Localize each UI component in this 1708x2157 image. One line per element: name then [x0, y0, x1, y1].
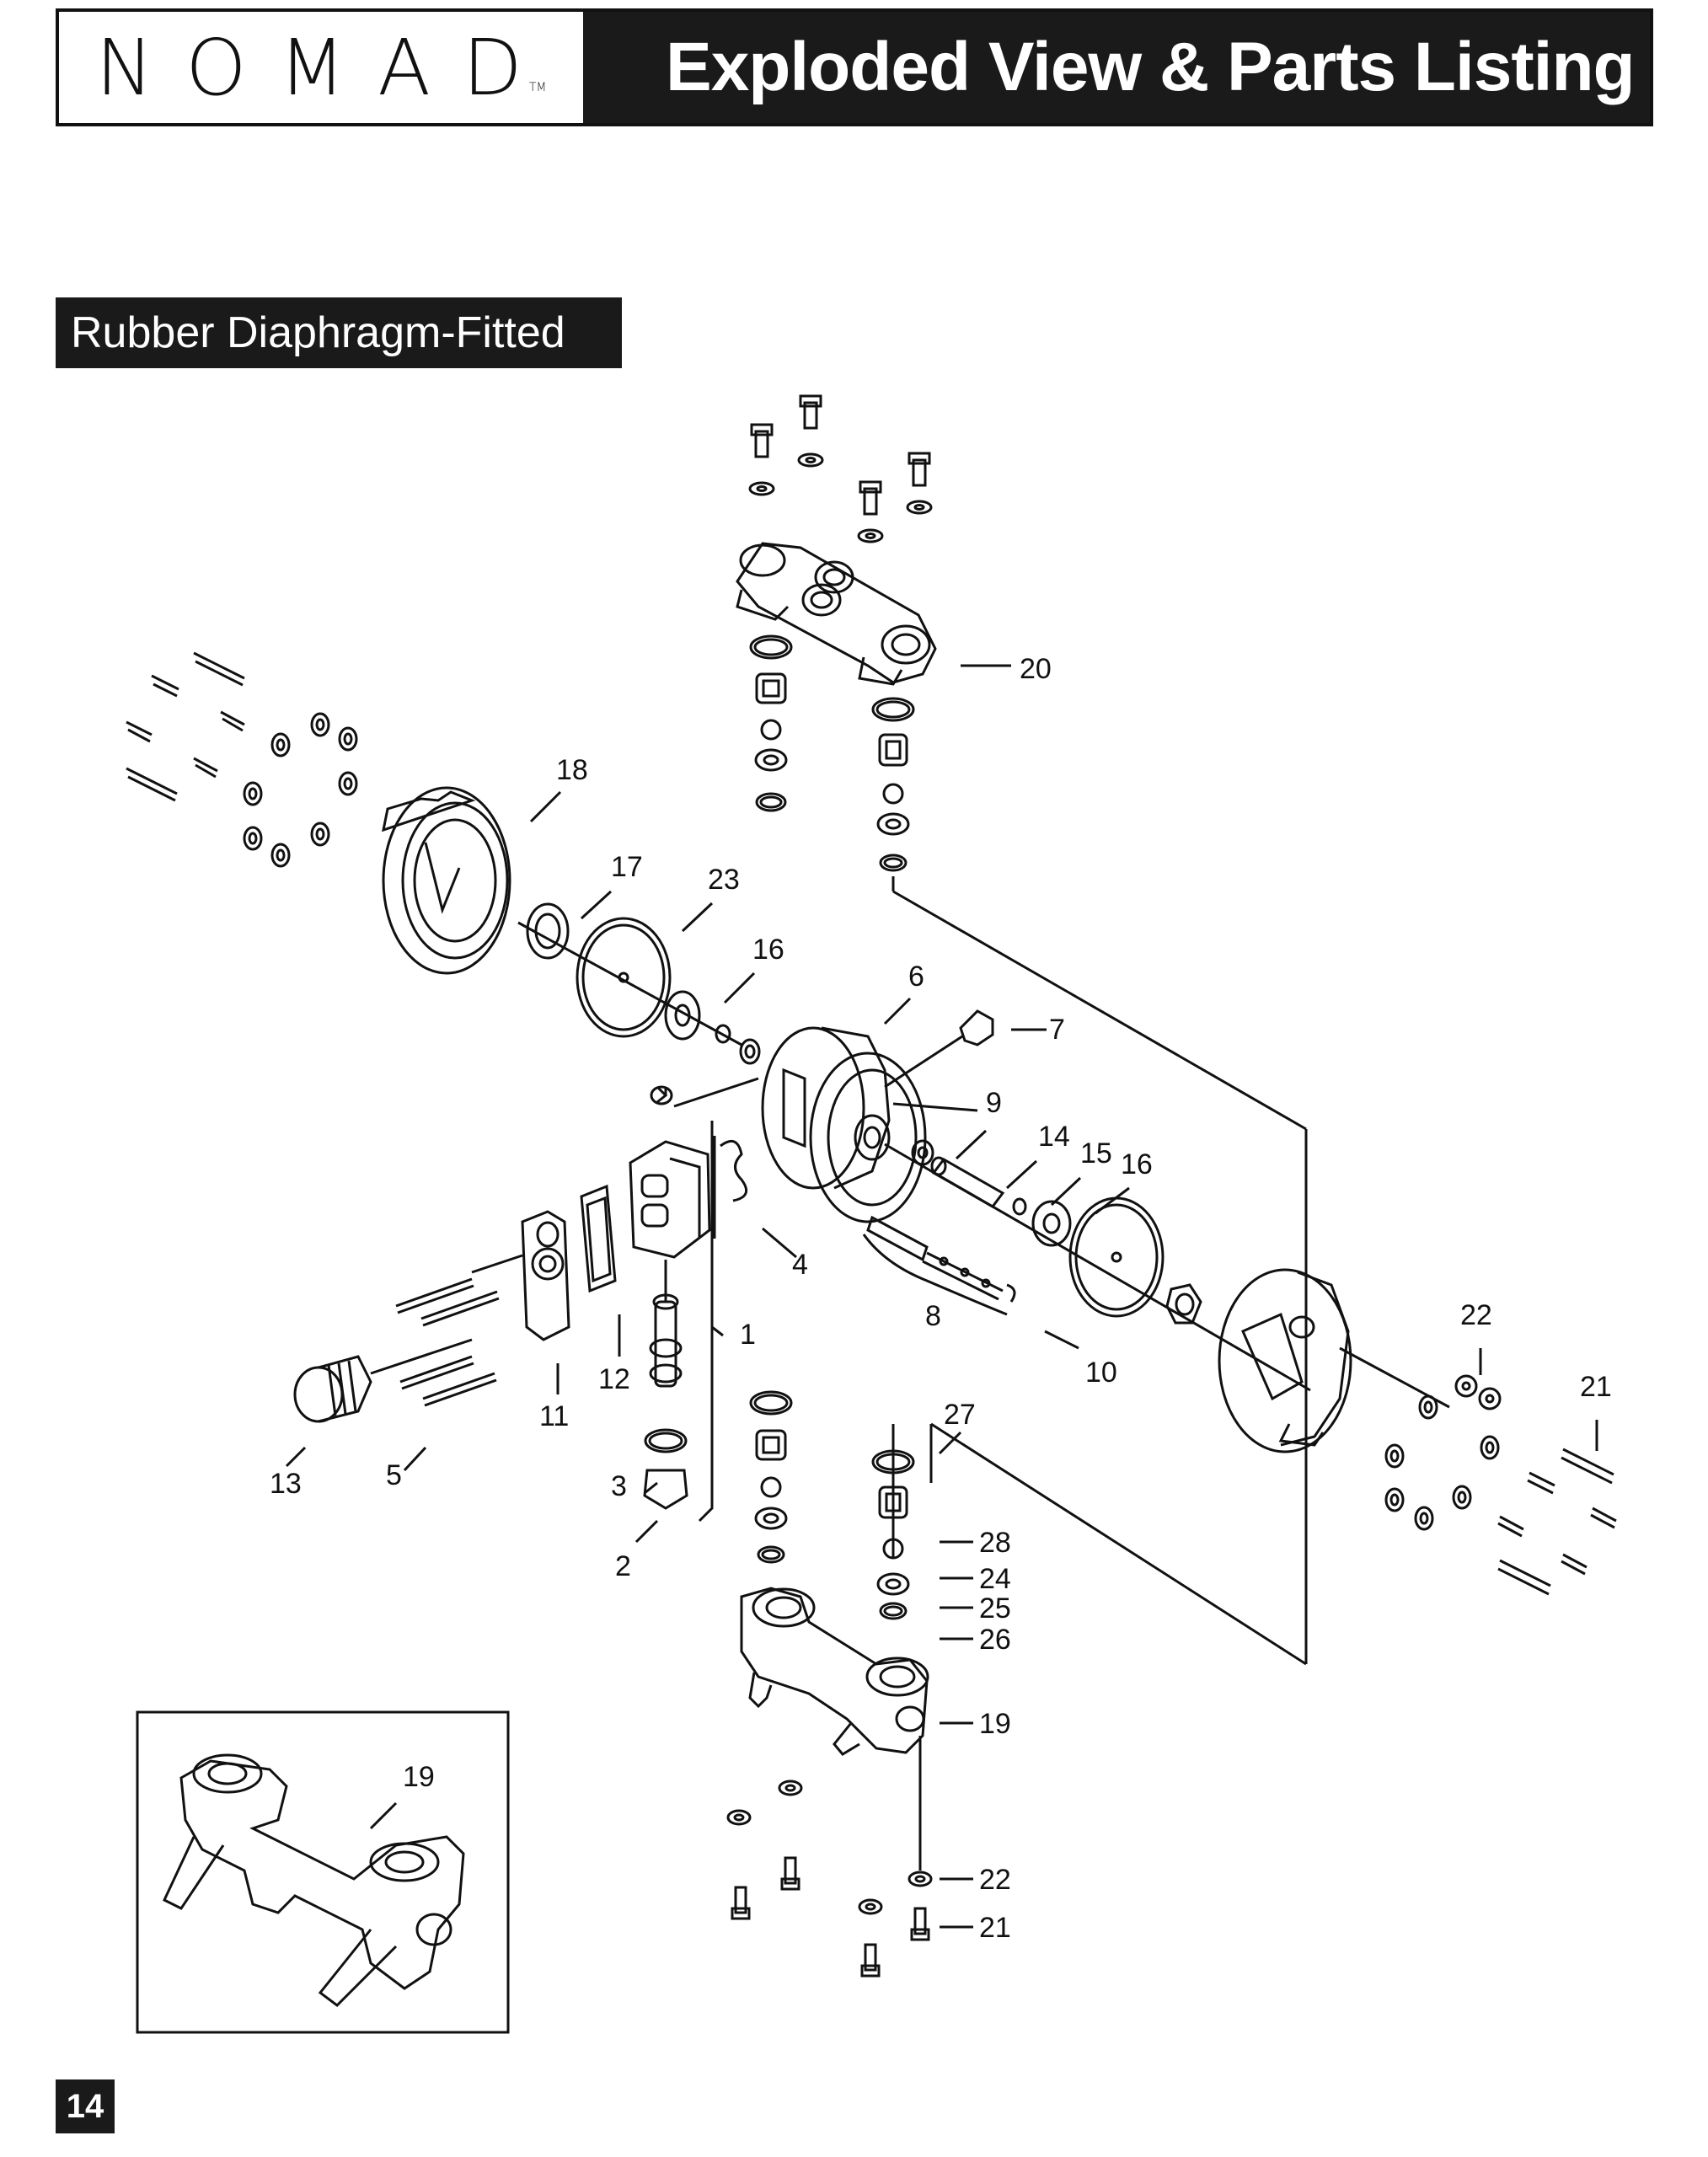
callout-22b: 22 [979, 1864, 1011, 1896]
callout-3: 3 [611, 1470, 627, 1502]
top-manifold-bolts [748, 394, 933, 543]
callout-labels: 20 18 17 23 16 6 7 9 14 15 16 4 8 1 10 1… [270, 653, 1612, 1944]
callout-17: 17 [611, 851, 643, 883]
callout-22a: 22 [1460, 1299, 1492, 1331]
callout-7: 7 [1049, 1014, 1065, 1046]
center-block [650, 997, 1311, 1392]
left-outer-chamber [382, 786, 562, 975]
callout-24: 24 [979, 1563, 1011, 1595]
leader-5 [403, 1446, 427, 1472]
callout-9: 9 [986, 1087, 1002, 1119]
page-number: 14 [56, 2079, 115, 2133]
callout-13: 13 [270, 1468, 302, 1500]
leader-14 [1005, 1159, 1038, 1190]
callout-18: 18 [556, 754, 588, 786]
right-outer-chamber [1218, 1268, 1617, 1596]
callout-1: 1 [740, 1319, 756, 1351]
callout-8: 8 [925, 1300, 941, 1332]
callout-12: 12 [598, 1363, 630, 1395]
section-title: Rubber Diaphragm-Fitted [56, 297, 622, 368]
callout-28: 28 [979, 1527, 1011, 1559]
callout-23: 23 [708, 864, 740, 896]
callout-2: 2 [615, 1550, 631, 1582]
leader-27 [938, 1431, 962, 1455]
leader-16b [1095, 1186, 1130, 1215]
brand-name: NOMAD [95, 22, 554, 113]
callout-21b: 21 [979, 1912, 1011, 1944]
leader-17 [580, 890, 613, 920]
left-bolt-set [126, 651, 358, 868]
callout-10: 10 [1085, 1357, 1117, 1389]
leader-2 [634, 1519, 659, 1544]
leader-13 [285, 1446, 307, 1468]
leader-3 [644, 1481, 658, 1495]
leader-9 [955, 1129, 988, 1160]
callout-27: 27 [944, 1399, 976, 1431]
leader-18 [529, 790, 562, 823]
left-diaphragm-stack [517, 890, 761, 1065]
page-title: Exploded View & Parts Listing [583, 12, 1650, 123]
callout-14: 14 [1038, 1121, 1070, 1153]
callout-21a: 21 [1580, 1371, 1612, 1403]
trademark-mark: TM [528, 81, 547, 94]
air-valve-assembly [285, 1121, 1079, 1544]
leader-4 [762, 1227, 797, 1259]
callout-25: 25 [979, 1592, 1011, 1624]
leader-23 [681, 902, 714, 933]
brand-logo: NOMAD TM [59, 12, 583, 123]
callout-11: 11 [539, 1400, 569, 1432]
callout-5: 5 [386, 1459, 402, 1491]
leader-10 [1044, 1330, 1079, 1350]
top-manifold [736, 394, 1308, 1666]
callout-16a: 16 [752, 934, 784, 966]
header-bar: NOMAD TM Exploded View & Parts Listing [56, 8, 1653, 126]
leader-19-inset [369, 1801, 398, 1830]
callout-6: 6 [908, 961, 924, 993]
inset-box [136, 1710, 510, 2034]
leader-16a [723, 971, 756, 1004]
callout-19-inset: 19 [403, 1761, 435, 1793]
callout-20: 20 [1020, 653, 1052, 685]
callout-15: 15 [1080, 1137, 1112, 1169]
callout-19: 19 [979, 1708, 1011, 1740]
leader-6 [883, 997, 912, 1025]
callout-16b: 16 [1121, 1148, 1153, 1180]
callout-26: 26 [979, 1624, 1011, 1656]
leader-15 [1050, 1176, 1082, 1207]
bottom-manifold [726, 1390, 973, 1978]
callout-4: 4 [792, 1249, 808, 1281]
